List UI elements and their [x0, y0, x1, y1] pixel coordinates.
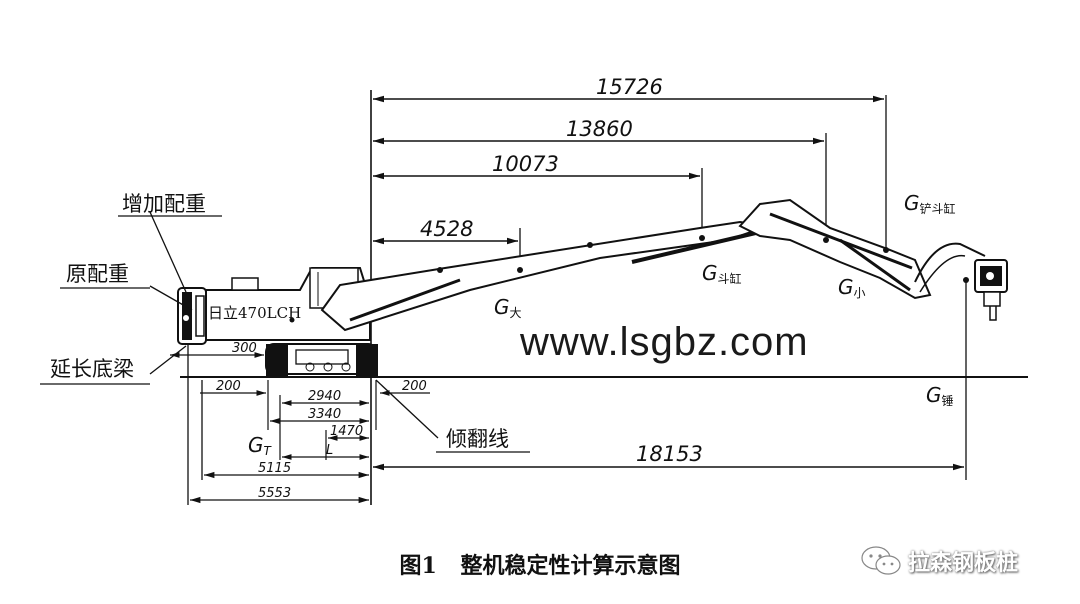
- dim-200-right: 200: [402, 379, 427, 394]
- dim-5553: 5553: [258, 486, 291, 501]
- cg-dot-small: [823, 237, 829, 243]
- label-extended-beam: 延长底梁: [50, 357, 134, 381]
- watermark-url: www.lsgbz.com: [520, 320, 809, 364]
- dim-5115: 5115: [258, 461, 291, 476]
- cg-dot-hammer: [963, 277, 969, 283]
- undercarriage: [265, 343, 378, 376]
- label-tipping-line: 倾翻线: [446, 427, 509, 451]
- counterweight: [177, 287, 207, 345]
- dim-3340: 3340: [308, 407, 341, 422]
- dim-15726: 15726: [596, 75, 663, 99]
- leader-original-counterweight: [149, 285, 193, 311]
- force-g-arm-cyl: G斗缸: [702, 261, 742, 286]
- dim-300: 300: [232, 341, 257, 356]
- caption-figure-number: 图1: [399, 553, 437, 579]
- force-g-hammer: G锤: [926, 383, 954, 408]
- vibro-hammer: [974, 259, 1008, 321]
- leader-extended-beam: [149, 345, 187, 375]
- dim-4528: 4528: [420, 217, 473, 241]
- label-model: 日立470LCH: [208, 304, 301, 322]
- label-original-counterweight: 原配重: [66, 262, 129, 286]
- cg-dot-big: [517, 267, 523, 273]
- force-g-small: G小: [838, 275, 866, 300]
- leader-added-counterweight: [149, 211, 187, 293]
- dim-L: L: [326, 443, 333, 458]
- cg-dot-bucket-cyl: [883, 247, 889, 253]
- dim-1470: 1470: [330, 424, 363, 439]
- force-g-big: G大: [494, 295, 522, 320]
- force-g-bucket-cyl: G铲斗缸: [904, 191, 956, 216]
- caption-title: 整机稳定性计算示意图: [460, 553, 681, 579]
- dim-13860: 13860: [566, 117, 633, 141]
- leader-tipping-line: [375, 379, 439, 439]
- cg-dot-arm-cyl: [699, 235, 705, 241]
- dim-10073: 10073: [492, 152, 559, 176]
- label-added-counterweight: 增加配重: [122, 192, 206, 216]
- wechat-account-name: 拉森钢板桩: [908, 551, 1019, 576]
- dim-18153: 18153: [636, 442, 703, 466]
- wechat-badge: 拉森钢板桩: [860, 544, 1018, 578]
- force-g-t: GT: [248, 433, 273, 458]
- figure-caption: 图1 整机稳定性计算示意图: [0, 548, 1080, 580]
- arm: [738, 198, 986, 300]
- dim-200-left: 200: [216, 379, 241, 394]
- dim-2940: 2940: [308, 389, 341, 404]
- wechat-icon: [861, 546, 901, 575]
